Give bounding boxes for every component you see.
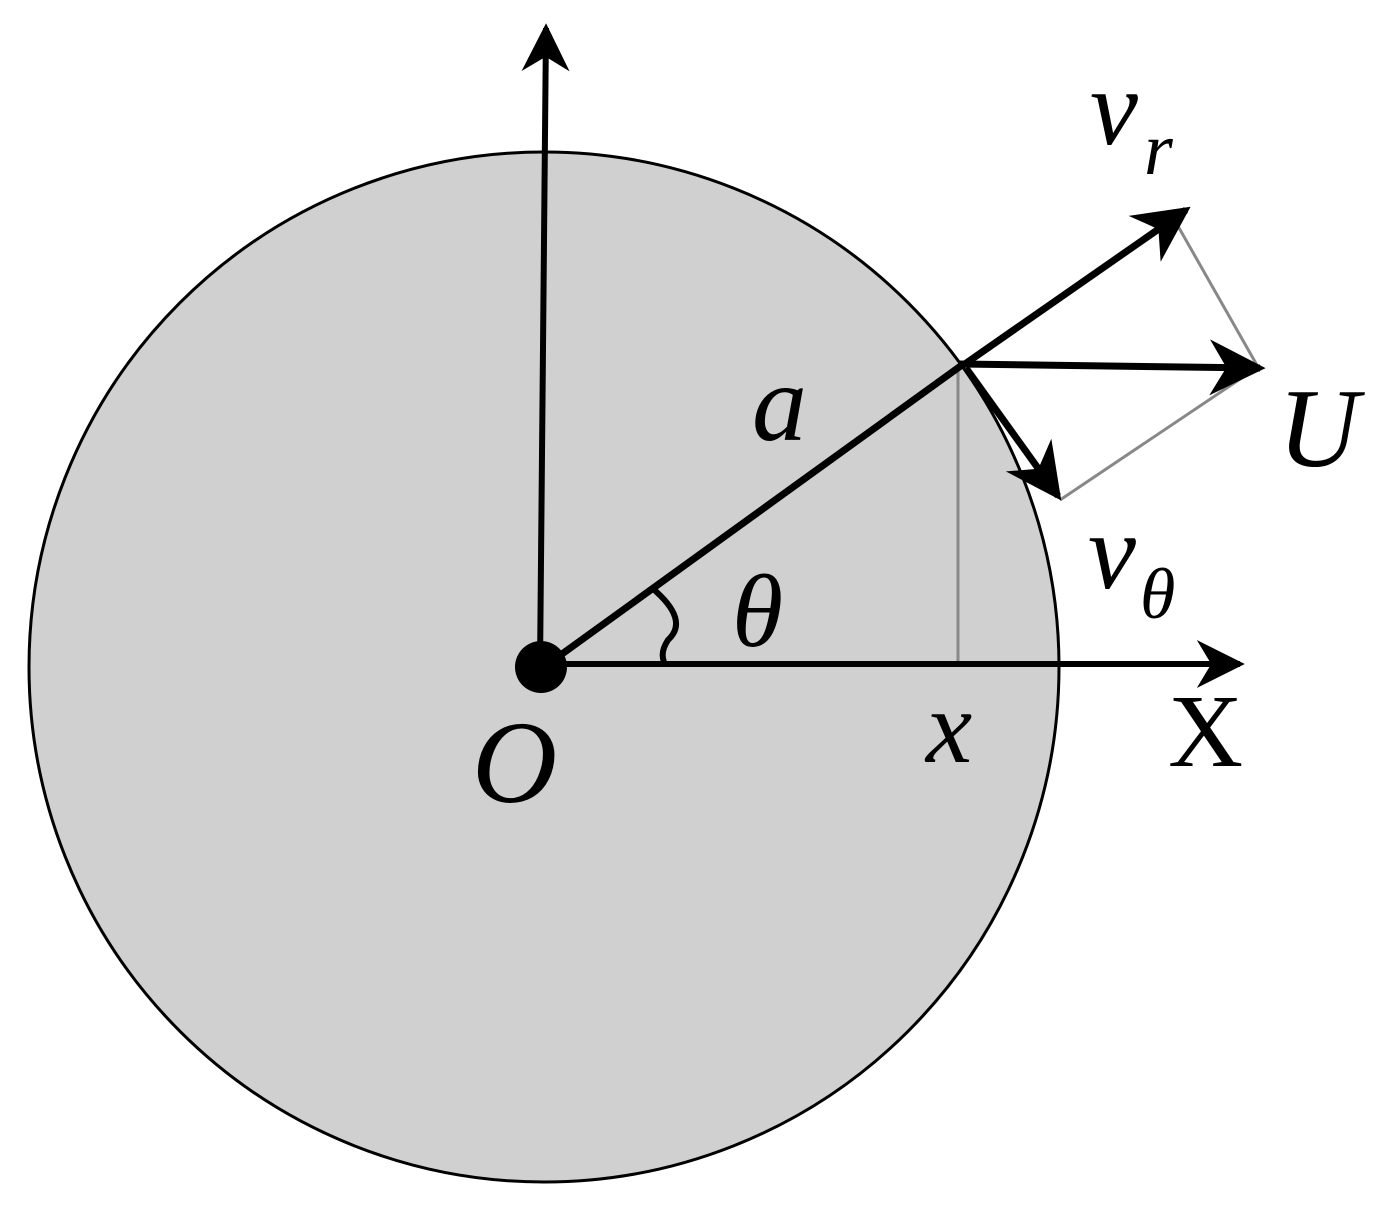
label-v-r-subscript: r <box>1144 109 1174 191</box>
angle-theta-arc <box>650 585 679 664</box>
label-v-r-main: v <box>1090 49 1138 168</box>
label-x-axis: X <box>1168 674 1243 789</box>
parallelogram-edge-top <box>1168 211 1260 368</box>
parallelogram-edge-bottom <box>1059 365 1259 502</box>
label-x-coordinate: x <box>924 670 972 785</box>
label-v-r: vr <box>1090 49 1174 191</box>
label-v-theta-main: v <box>1088 493 1136 612</box>
label-angle-theta: θ <box>732 554 783 669</box>
velocity-vtheta-vector <box>963 365 1062 501</box>
label-radius: a <box>752 342 807 464</box>
radius-line <box>541 362 965 670</box>
vertical-axis <box>521 23 570 668</box>
label-v-theta-subscript: θ <box>1140 554 1175 634</box>
label-v-theta: vθ <box>1088 493 1175 634</box>
label-origin: O <box>472 697 557 828</box>
velocity-vr-vector <box>959 206 1191 369</box>
velocity-u-vector <box>959 339 1266 396</box>
origin-point <box>515 641 567 693</box>
label-velocity-u: U <box>1278 367 1365 491</box>
